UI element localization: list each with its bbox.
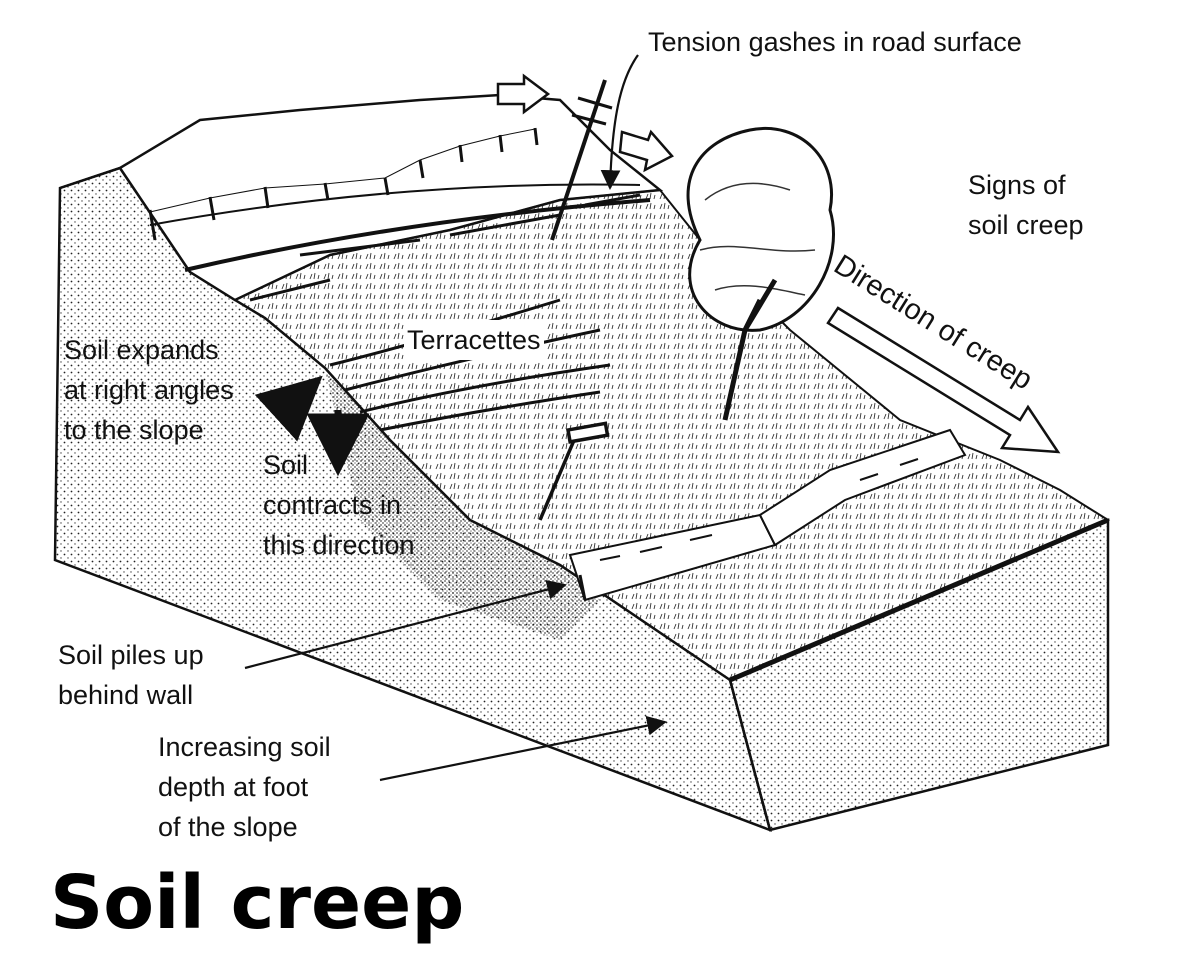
tension-gashes-label: Tension gashes in road surface [648,27,1022,57]
soil-expands-label: Soil expands at right angles to the slop… [64,335,234,445]
telegraph-pole [550,79,613,241]
bent-signpost [538,421,610,521]
signs-of-soil-creep-label: Signs of soil creep [968,170,1084,240]
hollow-arrow-2 [618,129,674,173]
plateau-surface [59,93,664,302]
soil-contracts-label: Soil contracts in this direction [263,450,415,560]
increasing-soil-depth-label: Increasing soil depth at foot of the slo… [158,732,331,842]
road-edge-top [149,183,641,226]
front-grass-edge [729,517,1109,683]
fence-posts [148,127,539,241]
expand-arrow [254,375,323,442]
tension-gashes [249,193,641,302]
leaning-tree [686,127,835,421]
direction-of-creep-arrow [826,306,1061,454]
road-edge-bottom [184,198,651,272]
soil-piles-up-label: Soil piles up behind wall [58,640,204,710]
hollow-arrow-1 [496,73,551,115]
leader-lines [244,54,667,782]
slope-surface [232,188,1111,682]
terracettes-label: Terracettes [404,320,544,360]
page-title: Soil creep [50,860,465,946]
stone-wall [568,428,967,602]
soil-shading-foot [325,368,600,640]
